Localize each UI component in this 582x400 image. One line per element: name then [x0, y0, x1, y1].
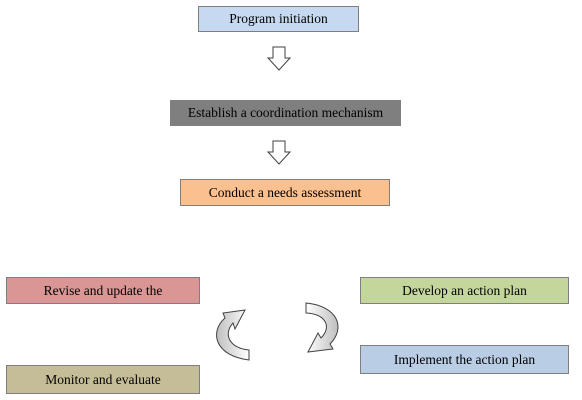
step-program-initiation: Program initiation — [198, 6, 359, 32]
step-monitor: Monitor and evaluate — [6, 365, 200, 394]
step-develop-plan: Develop an action plan — [360, 277, 569, 304]
step-needs-assessment: Conduct a needs assessment — [180, 179, 390, 206]
step-coordination: Establish a coordination mechanism — [170, 100, 401, 126]
right-cycle-arrow-icon — [305, 302, 339, 353]
left-cycle-arrow-icon — [216, 309, 250, 361]
step-revise: Revise and update the — [6, 277, 200, 304]
step-implement-plan: Implement the action plan — [360, 345, 569, 374]
down-arrow-icon — [266, 46, 292, 71]
down-arrow-icon — [266, 140, 292, 165]
